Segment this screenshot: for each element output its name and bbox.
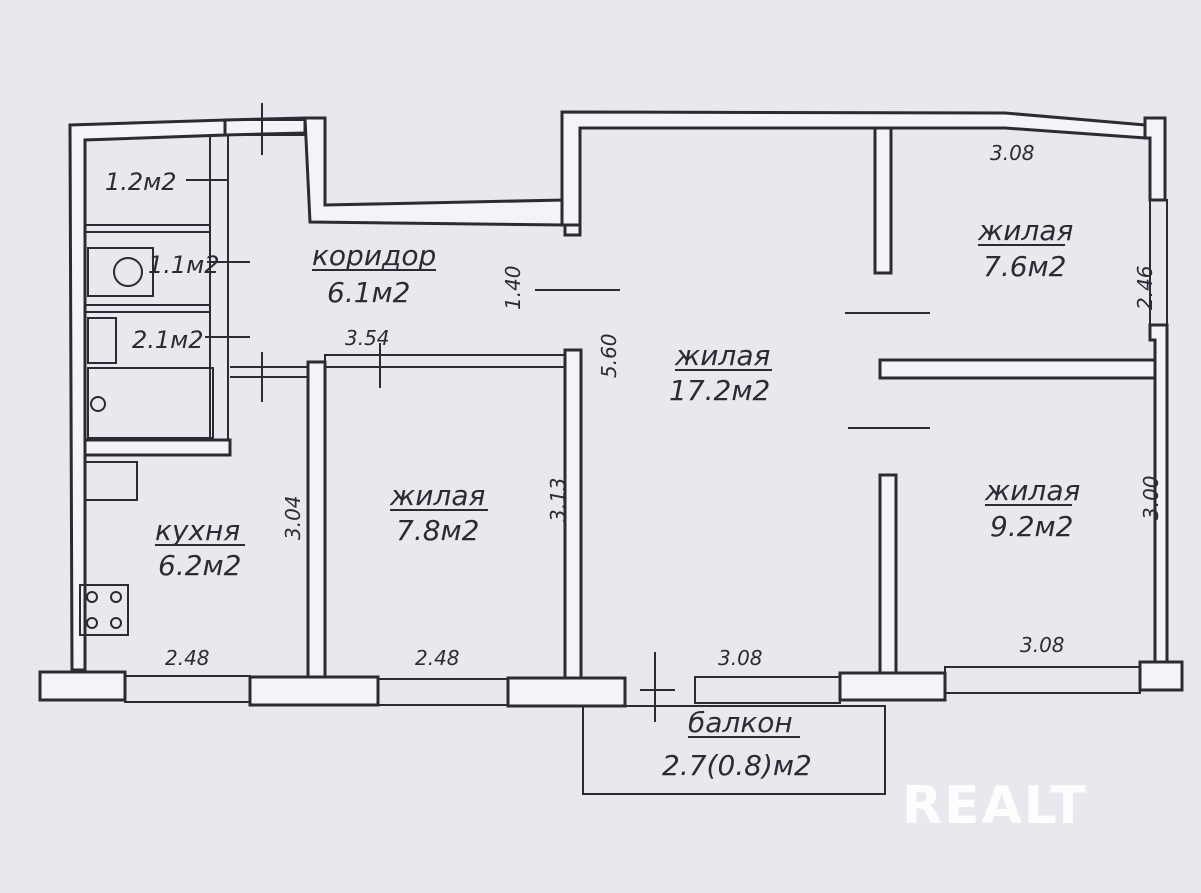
living-bottom-right-name: жилая	[984, 474, 1080, 507]
dim-middle-height: 3.13	[546, 477, 570, 522]
drain-icon	[90, 396, 106, 412]
stove-icon	[79, 584, 129, 636]
balcony-name: балкон	[688, 706, 793, 739]
balcony-area: 2.7(0.8)м2	[662, 749, 812, 782]
dimension-labels: 3.08 3.54 2.48 2.48 3.08 3.08 1.40 5.60 …	[165, 141, 1163, 670]
dim-corridor-length: 3.54	[345, 326, 390, 350]
living-bottom-right-area: 9.2м2	[990, 510, 1073, 543]
living-middle-area: 7.8м2	[396, 514, 479, 547]
dim-middle-width: 2.48	[415, 646, 460, 670]
window	[1149, 199, 1168, 326]
dim-bottom-right-width: 3.08	[1020, 633, 1065, 657]
wall-kitchen-right	[306, 360, 327, 679]
dim-top-right-width: 3.08	[990, 141, 1035, 165]
window	[377, 678, 509, 706]
bathtub-body	[87, 367, 214, 439]
window	[944, 666, 1141, 694]
burner-icon	[110, 591, 122, 603]
outer-wall-top-right	[560, 110, 1147, 227]
toilet-bowl	[87, 247, 154, 297]
burner-icon	[110, 617, 122, 629]
burner-icon	[86, 617, 98, 629]
outer-wall-bottom-5	[1138, 660, 1184, 692]
toilet-area: 1.1м2	[148, 251, 220, 279]
living-center-area: 17.2м2	[669, 374, 770, 407]
dim-bottom-right-height: 3.00	[1139, 475, 1163, 520]
dim-kitchen-height: 3.04	[281, 495, 305, 540]
dim-corridor-opening: 1.40	[501, 265, 525, 310]
burner-icon	[86, 591, 98, 603]
bathroom-area: 2.1м2	[132, 326, 204, 354]
outer-wall-bottom-2	[248, 675, 380, 707]
wall-center-right-bottom	[878, 473, 898, 675]
wall-bath-bottom	[83, 438, 232, 457]
realt-watermark: REALT	[902, 776, 1088, 836]
walls	[38, 110, 1184, 708]
outer-wall	[68, 118, 227, 672]
window	[224, 119, 306, 136]
kitchen-area: 6.2м2	[158, 549, 241, 582]
outer-wall-bottom	[38, 670, 127, 702]
dim-center-width: 3.08	[718, 646, 763, 670]
balcony-outline	[582, 705, 886, 795]
living-center-name: жилая	[674, 339, 770, 372]
window	[694, 676, 841, 704]
kitchen-name: кухня	[155, 514, 240, 547]
outer-wall-bottom-4	[838, 671, 947, 702]
dim-top-right-height: 2.46	[1133, 265, 1157, 310]
toilet-icon	[113, 257, 143, 287]
window	[124, 675, 251, 703]
sink-icon	[84, 461, 138, 501]
windows	[124, 119, 1168, 706]
corridor-name: коридор	[312, 239, 436, 272]
outer-wall-right	[1143, 116, 1167, 202]
corridor-area: 6.1м2	[327, 276, 410, 309]
dim-kitchen-width: 2.48	[165, 646, 210, 670]
labels: коридор 6.1м2 жилая 17.2м2 жилая 7.6м2 ж…	[105, 168, 1080, 782]
sanitary	[79, 224, 214, 636]
interior-walls	[83, 126, 1157, 680]
outer-wall-corridor-top	[303, 116, 567, 227]
living-top-right-name: жилая	[977, 214, 1073, 247]
wall-center-left-upper	[563, 223, 582, 237]
wall-right-divider	[878, 358, 1157, 380]
wall-corridor-bottom	[324, 354, 566, 368]
wall-center-right-top	[873, 126, 893, 275]
outer-wall-bottom-3	[506, 676, 627, 708]
dim-center-height: 5.60	[597, 333, 621, 378]
closet-area: 1.2м2	[105, 168, 177, 196]
wall-center-left	[563, 348, 583, 680]
wall-bath-right	[209, 134, 229, 441]
living-top-right-area: 7.6м2	[983, 250, 1066, 283]
living-middle-name: жилая	[389, 479, 485, 512]
markers	[186, 103, 930, 722]
bathtub-icon	[87, 317, 117, 364]
